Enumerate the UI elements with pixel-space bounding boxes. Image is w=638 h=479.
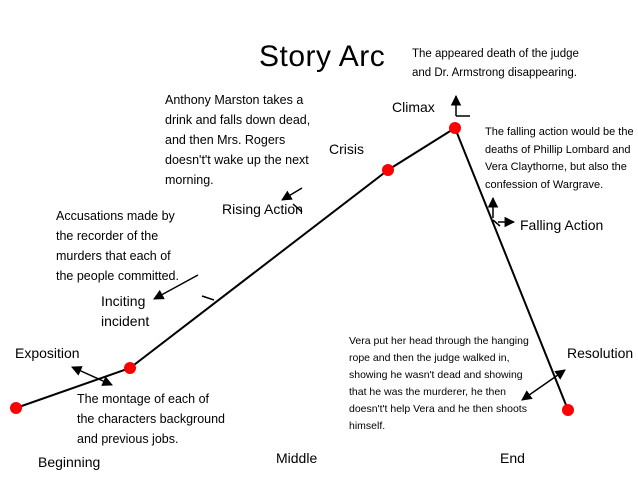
resolution-label: Resolution <box>567 345 634 361</box>
climax-note: The appeared death of the judge and Dr. … <box>412 48 579 79</box>
exposition-note: The montage of each of the characters ba… <box>77 392 226 446</box>
resolution-note: Vera put her head through the hanging ro… <box>349 335 529 432</box>
end-label: End <box>500 450 525 466</box>
exposition-arrow <box>71 366 113 386</box>
falling-note: The falling action would be the deaths o… <box>485 126 634 191</box>
crisis-label: Crisis <box>329 141 364 157</box>
falling-tick <box>492 219 501 227</box>
inciting-arrow <box>153 274 199 300</box>
resolution-arrow <box>521 369 566 401</box>
rising-arrow <box>281 187 303 201</box>
inciting-incident-label: Inciting incident <box>101 293 150 329</box>
rising-action-label: Rising Action <box>222 201 303 217</box>
crisis-point <box>382 164 394 176</box>
falling-action-label: Falling Action <box>520 217 604 233</box>
inciting-note: Accusations made by the recorder of the … <box>56 209 179 283</box>
climax-point <box>449 122 461 134</box>
inciting-tick <box>201 295 215 301</box>
rising-note: Anthony Marston takes a drink and falls … <box>165 93 311 187</box>
beginning-label: Beginning <box>38 454 101 470</box>
diagram-title: Story Arc <box>259 40 386 73</box>
exposition-label: Exposition <box>15 345 80 361</box>
middle-label: Middle <box>276 450 318 466</box>
rising-tick <box>292 203 303 213</box>
end-point <box>562 404 574 416</box>
exposition-point <box>124 362 136 374</box>
beginning-point <box>10 402 22 414</box>
climax-label: Climax <box>392 99 435 115</box>
